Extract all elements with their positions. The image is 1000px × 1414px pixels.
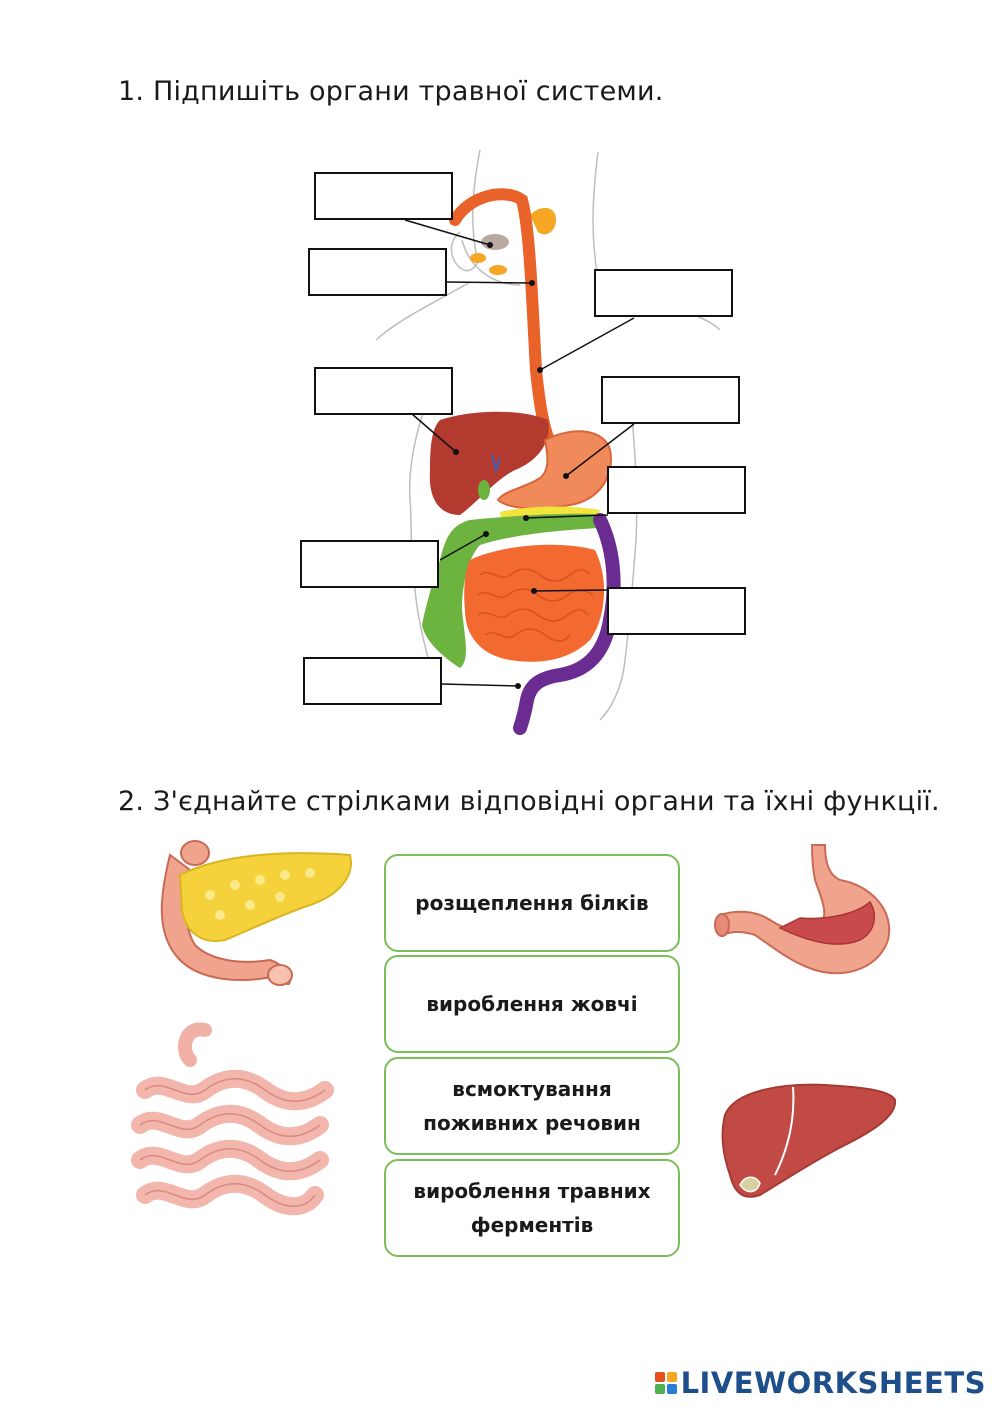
- brand-name: LIVEWORKSHEETS: [681, 1366, 986, 1400]
- answer-box-esophagus[interactable]: [594, 269, 733, 317]
- liver-image[interactable]: [715, 1075, 900, 1205]
- salivary-gland-shape: [489, 265, 507, 275]
- answer-box-liver[interactable]: [314, 367, 453, 415]
- function-text-line: поживних речовин: [423, 1106, 641, 1140]
- gallbladder-shape: [478, 480, 490, 500]
- function-text-line: ферментів: [471, 1208, 594, 1242]
- task2-title: 2. З'єднайте стрілками відповідні органи…: [118, 786, 940, 817]
- function-card-bile-production[interactable]: вироблення жовчі: [384, 955, 680, 1053]
- answer-box-stomach[interactable]: [601, 376, 740, 424]
- brand-logo-icon: [655, 1372, 677, 1394]
- small-intestine-image[interactable]: [125, 1010, 340, 1225]
- answer-box-pancreas[interactable]: [607, 466, 746, 514]
- function-card-protein-digestion[interactable]: розщеплення білків: [384, 854, 680, 952]
- answer-box-mouth[interactable]: [314, 172, 453, 220]
- stomach-image[interactable]: [710, 840, 910, 985]
- salivary-gland-parotid: [530, 208, 556, 234]
- function-text-line: всмоктування: [452, 1072, 611, 1106]
- answer-box-rectum[interactable]: [303, 657, 442, 705]
- brand-footer[interactable]: LIVEWORKSHEETS: [655, 1366, 986, 1400]
- function-card-nutrient-absorption[interactable]: всмоктування поживних речовин: [384, 1057, 680, 1155]
- small-intestine-shape: [464, 545, 604, 662]
- answer-box-pharynx[interactable]: [308, 248, 447, 296]
- function-text-line: вироблення травних: [413, 1174, 650, 1208]
- salivary-gland-shape: [470, 253, 486, 263]
- function-text-line: розщеплення білків: [415, 886, 648, 920]
- function-card-enzyme-production[interactable]: вироблення травних ферментів: [384, 1159, 680, 1257]
- esophagus-shape: [455, 194, 552, 445]
- answer-box-small-intestine[interactable]: [607, 587, 746, 635]
- digestive-system-diagram: [0, 0, 1000, 760]
- function-text-line: вироблення жовчі: [426, 987, 637, 1021]
- answer-box-large-intestine[interactable]: [300, 540, 439, 588]
- pancreas-image[interactable]: [140, 835, 360, 995]
- tongue-shape: [481, 234, 509, 250]
